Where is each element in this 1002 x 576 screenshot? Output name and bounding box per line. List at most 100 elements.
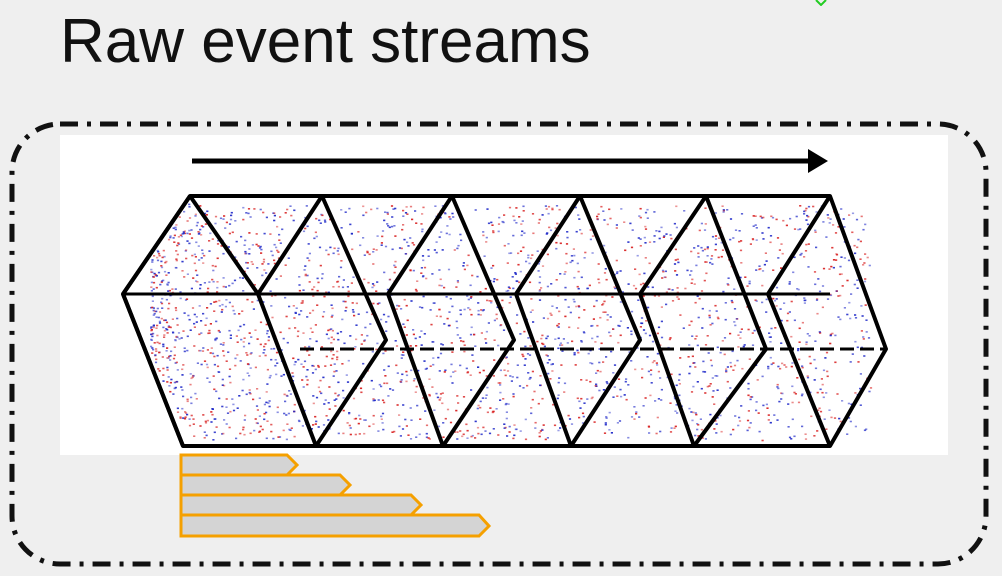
event-point: [521, 353, 524, 356]
event-point: [442, 422, 445, 424]
event-point: [175, 250, 178, 252]
event-point: [524, 345, 527, 348]
event-point: [453, 431, 456, 433]
event-point: [248, 253, 251, 255]
event-point: [499, 399, 502, 401]
event-point: [455, 320, 458, 323]
event-point: [216, 257, 219, 260]
event-point: [342, 300, 345, 303]
event-point: [386, 382, 389, 385]
event-point: [819, 332, 822, 334]
event-point: [312, 424, 315, 426]
event-point: [260, 248, 263, 251]
event-point: [409, 237, 412, 239]
event-point: [156, 334, 159, 337]
event-point: [409, 438, 413, 440]
event-point: [150, 306, 153, 309]
event-point: [715, 423, 718, 425]
event-point: [729, 387, 732, 389]
event-point: [410, 349, 413, 352]
event-point: [167, 357, 170, 359]
event-point: [470, 296, 473, 298]
event-point: [151, 352, 154, 354]
event-point: [337, 381, 340, 384]
event-point: [175, 309, 178, 312]
event-point: [508, 206, 512, 209]
event-point: [296, 335, 299, 338]
event-point: [772, 362, 775, 364]
event-point: [218, 331, 221, 333]
event-point: [152, 276, 155, 278]
event-point: [785, 366, 788, 368]
event-point: [780, 342, 783, 344]
event-point: [573, 300, 576, 303]
event-point: [167, 281, 170, 284]
event-point: [540, 337, 543, 340]
event-point: [859, 258, 862, 260]
event-point: [158, 370, 161, 372]
event-point: [466, 437, 469, 439]
event-point: [183, 232, 186, 235]
event-point: [203, 360, 207, 362]
event-point: [805, 341, 808, 343]
event-point: [469, 374, 472, 376]
event-point: [507, 243, 510, 245]
event-point: [254, 329, 257, 331]
event-point: [484, 397, 487, 399]
event-point: [693, 247, 696, 249]
event-point: [531, 309, 534, 311]
event-point: [176, 244, 179, 247]
event-point: [151, 347, 154, 349]
event-point: [762, 404, 765, 407]
event-point: [181, 368, 184, 371]
event-point: [545, 354, 548, 356]
event-point: [651, 361, 654, 364]
event-point: [265, 437, 268, 440]
event-point: [270, 423, 273, 426]
event-point: [411, 218, 414, 221]
event-point: [160, 281, 163, 283]
event-point: [192, 423, 195, 425]
event-point: [363, 339, 366, 341]
event-point: [478, 371, 481, 374]
event-point: [790, 365, 793, 368]
event-point: [492, 280, 495, 283]
event-point: [767, 365, 770, 368]
event-point: [486, 411, 489, 414]
event-point: [228, 375, 231, 378]
event-point: [564, 298, 567, 301]
event-point: [272, 212, 275, 214]
event-point: [595, 383, 598, 386]
event-point: [602, 361, 605, 363]
event-point: [309, 312, 312, 314]
event-point: [155, 275, 158, 277]
event-point: [270, 250, 273, 253]
event-point: [182, 232, 185, 235]
event-point: [864, 304, 867, 306]
event-point: [740, 405, 743, 407]
event-point: [814, 229, 817, 232]
event-point: [580, 379, 583, 381]
event-point: [325, 355, 328, 358]
event-point: [577, 327, 580, 329]
event-point: [290, 214, 293, 217]
event-point: [806, 223, 810, 226]
event-point: [266, 420, 269, 422]
event-point: [709, 383, 712, 385]
event-point: [832, 224, 835, 226]
event-point: [158, 351, 161, 354]
event-point: [304, 265, 307, 267]
event-point: [200, 257, 203, 259]
event-point: [216, 291, 219, 293]
event-point: [531, 370, 534, 373]
event-point: [440, 231, 443, 233]
event-point: [818, 407, 821, 410]
event-point: [739, 331, 742, 333]
event-point: [589, 238, 592, 241]
event-point: [576, 397, 579, 400]
event-point: [647, 426, 651, 428]
event-point: [386, 213, 389, 215]
event-point: [273, 219, 276, 222]
event-point: [304, 274, 307, 277]
event-point: [841, 400, 844, 402]
